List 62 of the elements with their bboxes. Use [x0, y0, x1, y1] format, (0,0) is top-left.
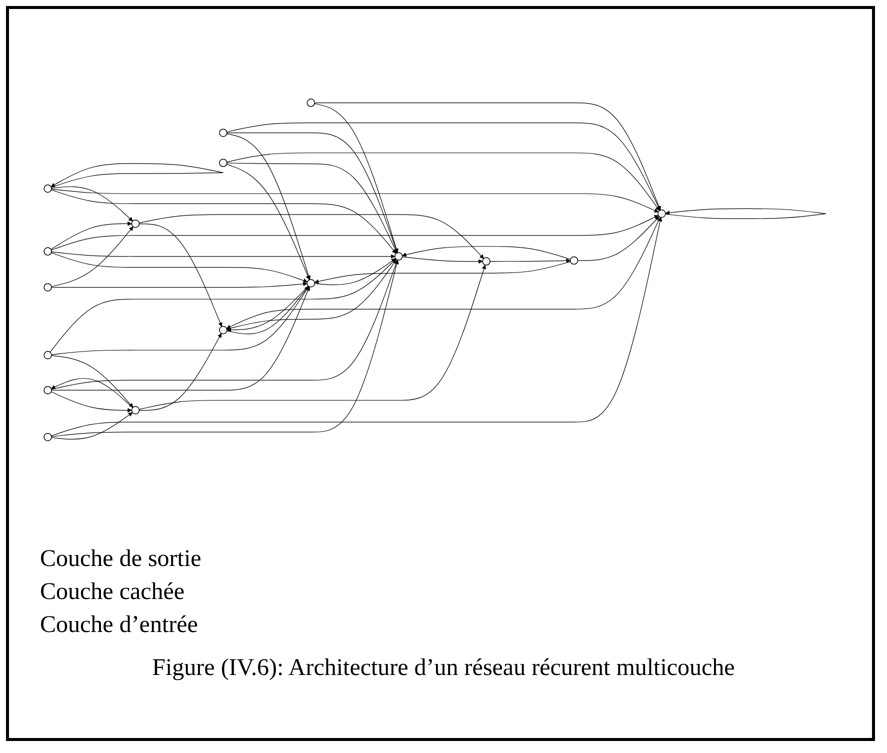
arrow [51, 252, 396, 259]
arrow [226, 164, 310, 280]
node-circle [394, 252, 403, 261]
node-circle [44, 247, 52, 256]
node-circle [131, 220, 140, 228]
arrow [50, 163, 224, 188]
node-circle [131, 406, 140, 414]
node-circle [219, 128, 228, 138]
layer-label: Couche de sortie [40, 546, 202, 573]
arrow [50, 258, 396, 353]
arrow [226, 132, 398, 254]
arrow [51, 215, 659, 250]
arrow [226, 152, 660, 211]
arrow [50, 392, 132, 413]
arrow [314, 103, 398, 254]
node-circle [219, 158, 228, 168]
arrow [51, 355, 134, 408]
node-circle [570, 256, 578, 265]
arrow [577, 216, 660, 261]
arrow [314, 102, 661, 210]
arrow [51, 226, 134, 287]
layer-label: Couche cachée [40, 579, 186, 606]
node-circle [44, 184, 52, 193]
arrow [138, 214, 484, 259]
arrow [226, 122, 660, 211]
arrow [51, 190, 396, 254]
arrow [51, 286, 310, 356]
arrow [138, 264, 486, 410]
node-circle [44, 351, 52, 360]
arrow [51, 378, 134, 408]
arrow [226, 216, 660, 329]
arrow [665, 208, 826, 220]
node-circle [44, 433, 52, 442]
node-circle [44, 386, 52, 394]
arrow [50, 222, 132, 250]
arrow [51, 217, 662, 436]
arrow [51, 286, 310, 391]
arrow [226, 259, 397, 330]
arrow [51, 188, 658, 213]
arrow [51, 186, 133, 222]
node-circle [482, 257, 490, 266]
node-circle [219, 326, 228, 334]
arrow [314, 258, 396, 286]
arrow [51, 252, 308, 283]
arrow [490, 258, 570, 263]
arrow [51, 260, 399, 438]
arrow [51, 260, 398, 390]
arrow [314, 261, 571, 284]
node-circle [44, 283, 52, 292]
arrow [138, 224, 222, 327]
arrow [226, 133, 311, 280]
arrow [51, 282, 308, 288]
arrow [51, 412, 133, 440]
layer-label: Couche d’entrée [40, 612, 199, 639]
node-circle [306, 279, 316, 288]
arrow [402, 246, 571, 260]
arrow [226, 162, 398, 254]
node-circle [658, 210, 666, 218]
figure-caption: Figure (IV.6): Architecture d’un réseau récurent multicouche [151, 655, 736, 682]
arrow [138, 333, 222, 411]
arrow [402, 256, 483, 264]
node-circle [306, 98, 316, 107]
